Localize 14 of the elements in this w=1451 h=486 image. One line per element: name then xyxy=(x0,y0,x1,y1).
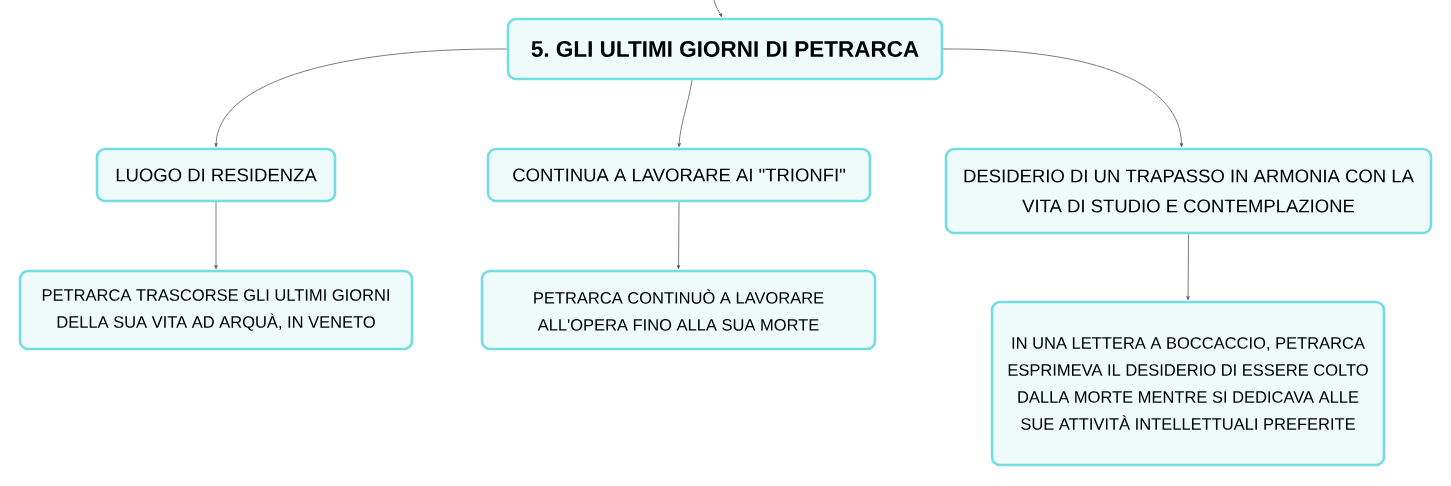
arrow xyxy=(214,48,508,148)
topic-box: CONTINUA A LAVORARE AI "TRIONFI" xyxy=(486,147,872,203)
topic-box: DESIDERIO DI UN TRAPASSO IN ARMONIA CON LA VITA DI STUDIO E CONTEMPLAZIONE xyxy=(944,147,1433,235)
arrow xyxy=(677,79,693,148)
arrow xyxy=(676,201,681,270)
main-topic-box: 5. GLI ULTIMI GIORNI DI PETRARCA xyxy=(506,17,944,81)
topic-box: LUOGO DI RESIDENZA xyxy=(95,147,337,203)
detail-box: PETRARCA TRASCORSE GLI ULTIMI GIORNI DELLA SUA VITA AD ARQUÀ, IN VENETO xyxy=(18,269,414,351)
detail-box: IN UNA LETTERA A BOCCACCIO, PETRARCA ESPRIMEVA IL DESIDERIO DI ESSERE COLTO DALLA MORTE MENTRE SI DEDICAVA ALLE SUE ATTIVITÀ INTELLETTUALI PREFERITE xyxy=(990,300,1386,467)
detail-box: PETRARCA CONTINUÒ A LAVORARE ALL'OPERA FINO ALLA SUA MORTE xyxy=(480,269,877,351)
arrow xyxy=(214,201,218,270)
arrow xyxy=(713,0,722,18)
arrow xyxy=(942,48,1184,148)
arrow xyxy=(1186,233,1190,301)
